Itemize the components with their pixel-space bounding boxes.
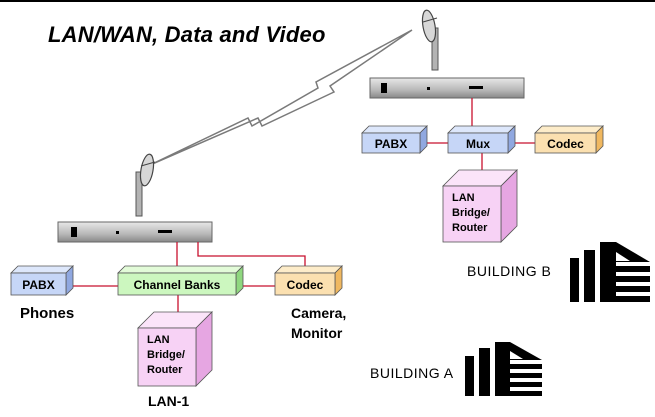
diagram-title: LAN/WAN, Data and Video <box>48 22 326 47</box>
channel-banks-box: Channel Banks <box>117 265 244 296</box>
mux-box: Mux <box>447 125 516 154</box>
antenna-b <box>421 9 439 71</box>
lan-box-b-line1: LAN <box>452 192 475 204</box>
lan-1-caption: LAN-1 <box>148 393 190 409</box>
lan-box-a-line2: Bridge/ <box>147 349 185 361</box>
mux-label: Mux <box>466 137 490 151</box>
lan-box-a-line3: Router <box>147 364 183 376</box>
pabx-b-box: PABX <box>361 125 428 154</box>
antenna-a <box>135 153 156 217</box>
channel-banks-label: Channel Banks <box>134 278 221 292</box>
radio-unit-a <box>57 221 213 243</box>
radio-link-bolt <box>149 29 413 166</box>
pabx-a-label: PABX <box>22 278 54 292</box>
lan-box-b-line3: Router <box>452 222 488 234</box>
radio-unit-b <box>369 77 525 99</box>
codec-b-label: Codec <box>547 137 584 151</box>
lan-box-b: LAN Bridge/ Router <box>442 169 518 243</box>
pabx-b-label: PABX <box>375 137 407 151</box>
lan-box-b-line2: Bridge/ <box>452 207 490 219</box>
links-building-a <box>69 242 306 318</box>
lan-box-a-line1: LAN <box>147 334 170 346</box>
pabx-a-box: PABX <box>10 265 74 296</box>
codec-a-label: Codec <box>287 278 324 292</box>
building-a-icon <box>465 342 542 396</box>
building-b-label: BUILDING B <box>467 263 552 279</box>
codec-a-box: Codec <box>274 265 343 296</box>
building-a-label: BUILDING A <box>370 365 454 381</box>
phones-caption: Phones <box>20 305 75 322</box>
lan-box-a: LAN Bridge/ Router <box>137 311 213 387</box>
codec-b-box: Codec <box>534 125 604 154</box>
building-b-icon <box>570 242 650 302</box>
monitor-caption: Monitor <box>291 325 343 341</box>
camera-caption: Camera, <box>291 305 347 321</box>
